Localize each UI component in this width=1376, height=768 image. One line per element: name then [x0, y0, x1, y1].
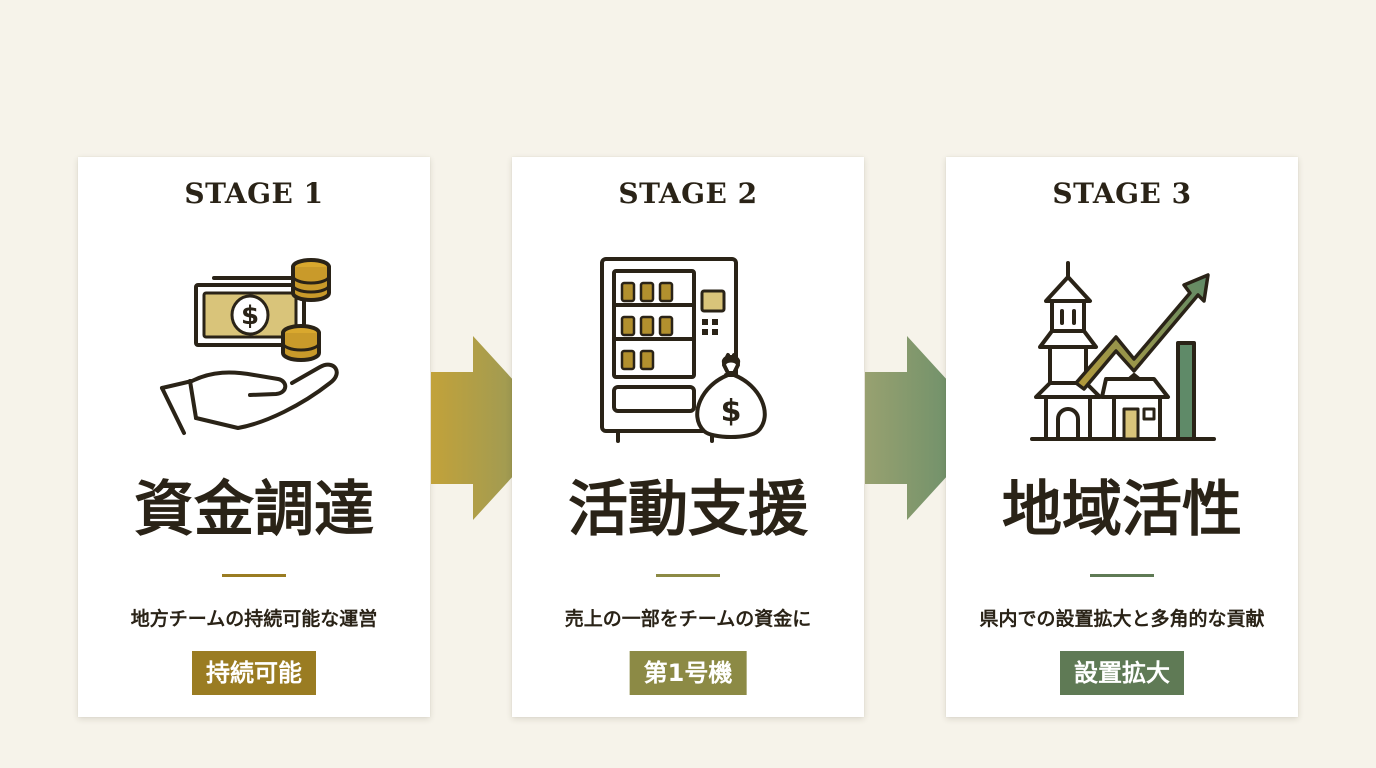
- stage-title: 地域活性: [1002, 475, 1242, 545]
- arrow-right-icon: [865, 336, 991, 520]
- svg-text:$: $: [721, 394, 742, 429]
- stage-badge: 第1号機: [629, 651, 747, 695]
- arrow-right-icon: [431, 336, 557, 520]
- stage-description: 地方チームの持続可能な運営: [130, 608, 378, 630]
- divider: [222, 574, 286, 577]
- vending-machine-money-bag-icon: $: [588, 255, 788, 450]
- stage-title: 活動支援: [568, 475, 808, 545]
- stage-label: STAGE 2: [618, 177, 758, 210]
- town-growth-icon: [1022, 255, 1222, 450]
- stage-description: 県内での設置拡大と多角的な貢献: [979, 608, 1265, 630]
- stage-card-3: STAGE 3: [946, 157, 1298, 717]
- divider: [1090, 574, 1154, 577]
- stage-badge: 持続可能: [192, 651, 316, 695]
- stage-label: STAGE 1: [184, 177, 324, 210]
- stage-title: 資金調達: [134, 475, 374, 545]
- stage-card-2: STAGE 2: [512, 157, 864, 717]
- stage-description: 売上の一部をチームの資金に: [564, 608, 812, 630]
- svg-text:$: $: [241, 301, 259, 331]
- money-hand-icon: $: [154, 255, 354, 450]
- stage-label: STAGE 3: [1052, 177, 1192, 210]
- divider: [656, 574, 720, 577]
- stage-card-1: STAGE 1 $ 資金調達 地方チームの持続可能な運営 持続可能: [78, 157, 430, 717]
- stage-badge: 設置拡大: [1060, 651, 1184, 695]
